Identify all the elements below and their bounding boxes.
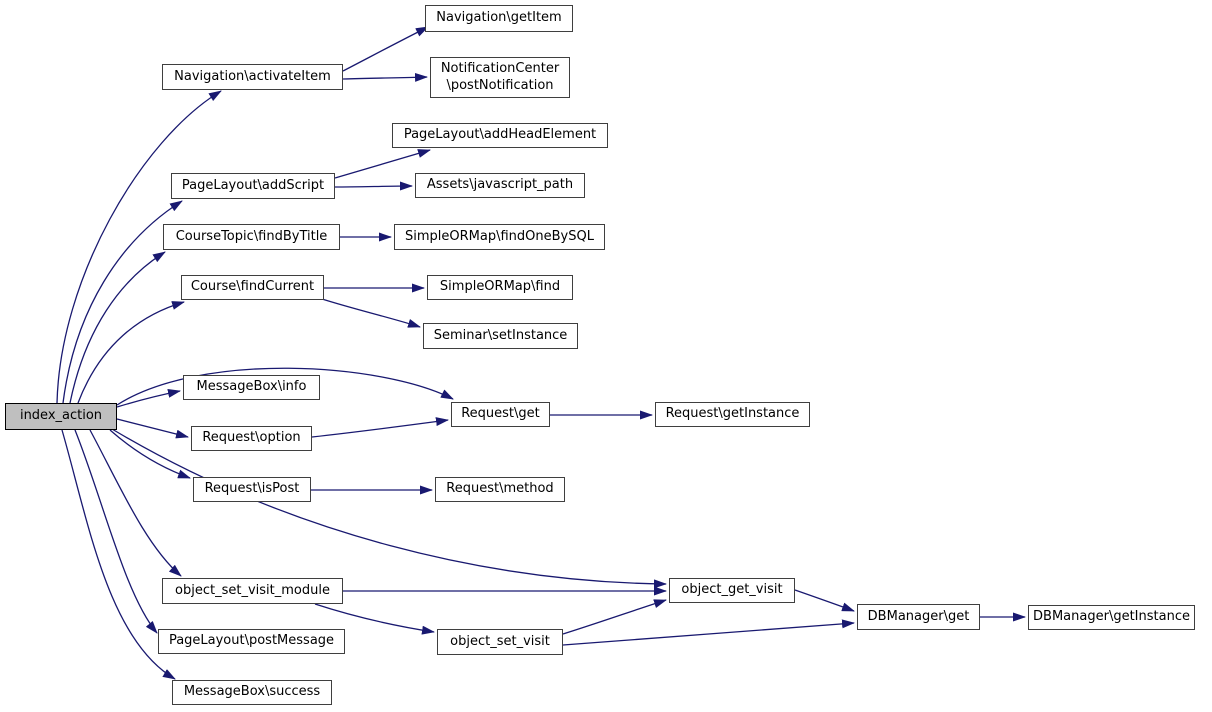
graph-edge-index_action-to-pl_postmessage	[74, 429, 158, 634]
graph-node-request_option[interactable]: Request\option	[191, 426, 312, 451]
graph-node-coursetopic_findbytitle[interactable]: CourseTopic\findByTitle	[163, 224, 340, 250]
graph-node-sorm_findonebysql[interactable]: SimpleORMap\findOneBySQL	[394, 224, 605, 250]
graph-edge-object_set_visit_module-to-object_set_visit	[314, 603, 435, 635]
graph-node-course_findcurrent[interactable]: Course\findCurrent	[181, 275, 324, 300]
graph-edge-pl_addscript-to-assets_javascript_path	[334, 181, 413, 191]
graph-node-pl_addheadelement[interactable]: PageLayout\addHeadElement	[392, 123, 608, 148]
graph-edge-index_action-to-object_get_visit	[111, 428, 667, 589]
graph-node-nav_getitem[interactable]: Navigation\getItem	[425, 5, 573, 32]
graph-edge-nav_activateitem-to-nav_getitem	[342, 26, 429, 72]
graph-node-messagebox_info[interactable]: MessageBox\info	[183, 375, 320, 400]
graph-node-request_ispost[interactable]: Request\isPost	[193, 477, 311, 502]
graph-node-pl_addscript[interactable]: PageLayout\addScript	[171, 173, 335, 199]
graph-node-object_set_visit[interactable]: object_set_visit	[437, 629, 563, 655]
graph-edge-object_set_visit-to-object_get_visit	[562, 599, 667, 635]
graph-edge-nav_activateitem-to-notif_postnotification	[342, 72, 428, 82]
graph-node-object_get_visit[interactable]: object_get_visit	[669, 578, 795, 603]
graph-edge-request_option-to-request_get	[311, 417, 449, 438]
graph-edge-index_action-to-request_option	[116, 418, 189, 439]
graph-node-messagebox_success[interactable]: MessageBox\success	[172, 680, 332, 705]
graph-node-request_getinstance[interactable]: Request\getInstance	[655, 402, 810, 427]
graph-node-seminar_setinstance[interactable]: Seminar\setInstance	[423, 323, 578, 349]
graph-edge-index_action-to-request_ispost	[109, 429, 191, 479]
graph-node-dbmanager_get[interactable]: DBManager\get	[857, 604, 980, 630]
graph-node-dbmanager_getinstance[interactable]: DBManager\getInstance	[1028, 605, 1195, 630]
graph-edge-index_action-to-messagebox_info	[116, 388, 181, 408]
graph-edge-object_set_visit-to-dbmanager_get	[562, 619, 855, 646]
graph-edge-object_get_visit-to-dbmanager_get	[794, 589, 855, 612]
graph-node-request_method[interactable]: Request\method	[435, 477, 565, 502]
graph-node-notif_postnotification[interactable]: NotificationCenter \postNotification	[430, 57, 570, 98]
graph-node-pl_postmessage[interactable]: PageLayout\postMessage	[158, 629, 345, 654]
graph-edge-index_action-to-coursetopic_findbytitle	[69, 251, 166, 404]
graph-edge-index_action-to-object_set_visit_module	[89, 429, 182, 577]
graph-node-index_action: index_action	[5, 403, 117, 430]
graph-node-sorm_find[interactable]: SimpleORMap\find	[427, 275, 573, 300]
graph-node-assets_javascript_path[interactable]: Assets\javascript_path	[415, 173, 585, 198]
graph-node-object_set_visit_module[interactable]: object_set_visit_module	[162, 578, 343, 604]
graph-edge-course_findcurrent-to-seminar_setinstance	[321, 298, 421, 328]
graph-node-request_get[interactable]: Request\get	[451, 402, 550, 427]
graph-node-nav_activateitem[interactable]: Navigation\activateItem	[162, 64, 343, 90]
graph-edge-index_action-to-course_findcurrent	[77, 301, 185, 404]
